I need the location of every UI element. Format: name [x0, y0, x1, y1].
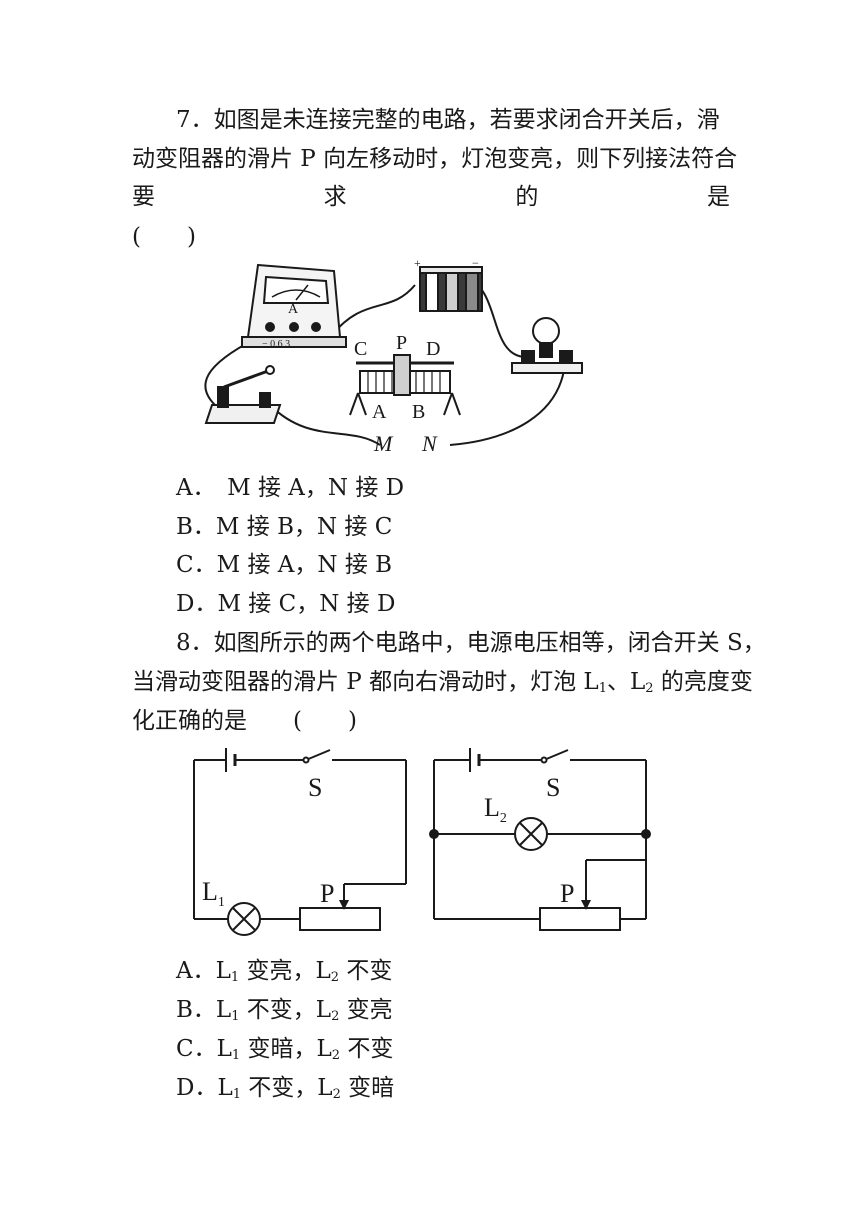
lamp-label-l2-letter: L	[484, 793, 500, 822]
q8-option-text: 变暗	[340, 1075, 395, 1101]
q8-option-c: C．L1 变暗，L2 不变	[176, 1034, 393, 1071]
q7-line-3-word: 要	[132, 184, 155, 210]
terminal-a: A	[372, 401, 387, 423]
q8-option-text: C．L	[176, 1036, 232, 1062]
ammeter-letter: A	[288, 302, 299, 317]
lamp-label-l1: L1	[202, 877, 225, 910]
q7-option-a: A． M 接 A，N 接 D	[176, 475, 405, 501]
q8-circuit-figure: S S L1 L2 P P	[193, 748, 651, 936]
q8-option-text: 变亮，L	[239, 958, 331, 984]
wire-ammeter-switch	[204, 338, 256, 406]
q8-option-text: 不变	[340, 1036, 394, 1062]
q8-line-2-sub: 1	[598, 681, 607, 696]
wire-switch-m	[269, 404, 381, 446]
lamp	[511, 317, 583, 374]
terminal-c: C	[354, 338, 367, 360]
battery	[419, 266, 483, 312]
slider-label-left: P	[320, 879, 334, 908]
switch-label-right: S	[546, 773, 560, 802]
sliding-rheostat	[349, 354, 461, 416]
q7-line-3-word: 的	[515, 184, 539, 210]
q7-line-2: 动变阻器的滑片 P 向左移动时，灯泡变亮，则下列接法符合	[132, 146, 738, 172]
left-circuit	[193, 748, 407, 936]
battery-minus: −	[472, 256, 479, 270]
lamp-label-l1-letter: L	[202, 877, 218, 906]
q8-option-text: 变暗，L	[240, 1036, 332, 1062]
wire-end-m: M	[373, 431, 394, 456]
q7-circuit-figure: A − 0.6 3 + −	[204, 256, 583, 456]
q8-option-text: 变亮	[339, 997, 393, 1023]
switch-label-left: S	[308, 773, 322, 802]
ammeter-terminal-labels: − 0.6 3	[262, 339, 290, 350]
q8-line-2: 当滑动变阻器的滑片 P 都向右滑动时，灯泡 L1、L2 的亮度变	[132, 667, 753, 704]
q8-option-sub: 1	[230, 970, 240, 985]
q8-line-2-text: 当滑动变阻器的滑片 P 都向右滑动时，灯泡 L	[132, 669, 599, 695]
q7-line-3-word: 是	[706, 184, 730, 210]
q7-answer-bracket: ( )	[132, 224, 196, 250]
slider-label-right: P	[560, 879, 574, 908]
ammeter	[241, 263, 347, 348]
q8-option-text: A．L	[176, 958, 231, 984]
knife-switch	[204, 365, 282, 424]
terminal-d: D	[426, 338, 440, 360]
q8-option-sub: 2	[330, 970, 340, 985]
q8-option-sub: 2	[331, 1048, 341, 1063]
q8-option-text: 不变，L	[239, 997, 332, 1023]
q8-line-3: 化正确的是 ( )	[132, 708, 357, 734]
q8-option-text: D．L	[176, 1075, 233, 1101]
wire-ammeter-battery	[331, 284, 416, 336]
lamp-label-l1-sub: 1	[218, 895, 225, 910]
lamp-label-l2: L2	[484, 793, 507, 826]
q8-option-text: 不变	[339, 958, 393, 984]
terminal-p: P	[396, 332, 407, 354]
q8-option-a: A．L1 变亮，L2 不变	[176, 956, 392, 993]
wire-lamp-n	[449, 362, 566, 446]
q8-option-text: B．L	[176, 997, 232, 1023]
q7-line-1: 7．如图是未连接完整的电路，若要求闭合开关后，滑	[176, 107, 720, 133]
q8-option-sub: 1	[231, 1048, 241, 1063]
q8-line-1: 8．如图所示的两个电路中，电源电压相等，闭合开关 S，	[176, 630, 766, 656]
q7-line-3: 要 求 的 是	[132, 182, 730, 212]
q8-option-sub: 1	[231, 1009, 240, 1024]
right-circuit	[433, 748, 647, 931]
q8-line-2-sub: 2	[645, 681, 654, 696]
q8-option-sub: 2	[331, 1009, 340, 1024]
q7-option-d: D．M 接 C，N 接 D	[176, 591, 396, 617]
lamp-label-l2-sub: 2	[500, 811, 507, 826]
q8-option-sub: 2	[332, 1087, 341, 1102]
wire-end-n: N	[421, 431, 438, 456]
q8-option-b: B．L1 不变，L2 变亮	[176, 995, 393, 1032]
q8-option-d: D．L1 不变，L2 变暗	[176, 1073, 394, 1110]
battery-plus: +	[414, 256, 421, 270]
q7-option-b: B．M 接 B，N 接 C	[176, 514, 393, 540]
q8-line-2-text: 、L	[606, 669, 646, 695]
q8-option-text: 不变，L	[241, 1075, 333, 1101]
terminal-b: B	[412, 401, 425, 423]
q7-line-3-word: 求	[323, 184, 347, 210]
q8-option-sub: 1	[232, 1087, 241, 1102]
q8-line-2-text: 的亮度变	[653, 669, 753, 695]
q7-option-c: C．M 接 A，N 接 B	[176, 552, 393, 578]
